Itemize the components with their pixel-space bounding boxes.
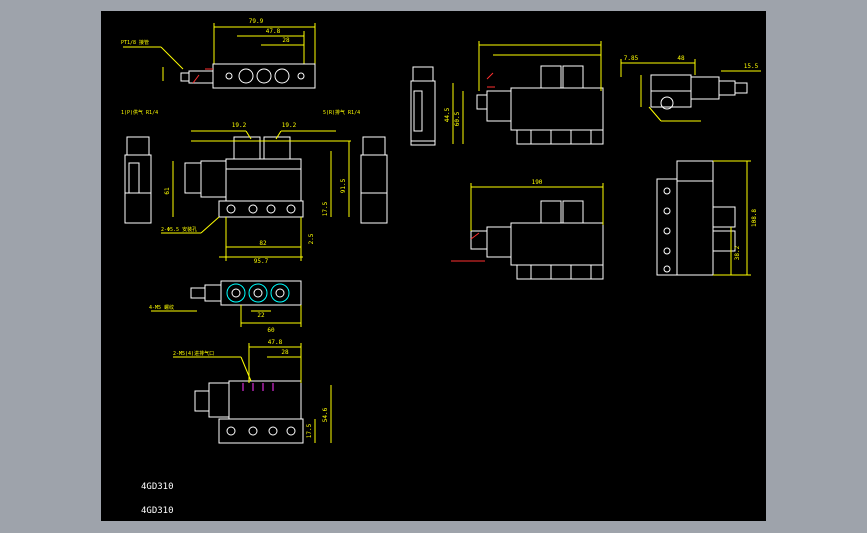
part-label-bottom: 4GD310 — [141, 506, 174, 516]
dim-top-overall: 79.9 — [249, 18, 264, 25]
front-view — [124, 136, 388, 224]
front-view-dims — [161, 130, 351, 261]
note-bottom-left: 2-Φ5.5 安装孔 — [161, 226, 197, 233]
bottom-view-dims — [151, 305, 302, 327]
dim-top-mid: 47.8 — [266, 28, 281, 35]
dim-right-top-b: 48 — [677, 55, 685, 62]
middle-side-view — [470, 200, 604, 280]
dim-iso-width: 190 — [532, 179, 543, 186]
dim-bottom-front-a: 47.8 — [268, 339, 283, 346]
bottom-front-markers — [242, 383, 274, 391]
right-top-view — [650, 74, 748, 110]
dim-front-side: 17.5 — [322, 201, 329, 216]
dim-right-top-c: 15.5 — [744, 63, 759, 70]
dim-mid-top-h2: 60.5 — [454, 111, 461, 126]
dim-bottom-a: 22 — [257, 312, 265, 319]
dim-front-small: 2.5 — [308, 233, 315, 244]
note-front-left: 1(P)供气 R1/4 — [121, 109, 158, 116]
middle-top-dims — [452, 41, 602, 144]
dim-bottom-front-h: 54.6 — [322, 407, 329, 422]
right-top-dims — [620, 59, 761, 122]
bottom-front-dims — [173, 343, 332, 443]
middle-side-dims — [470, 183, 604, 231]
dim-front-height: 61 — [164, 187, 171, 195]
note-front-right: 5(R)排气 R1/4 — [323, 109, 360, 116]
right-side-dims — [713, 160, 751, 276]
dim-mid-top-h1: 44.5 — [444, 107, 451, 122]
dim-front-base: 82 — [259, 240, 267, 247]
dim-right-side-h2: 38.2 — [734, 245, 741, 260]
dim-right-top-a: 7.85 — [624, 55, 639, 62]
middle-top-view — [410, 65, 604, 146]
note-top-left: PT1/8 接管 — [121, 39, 149, 46]
dim-top-inner: 28 — [282, 37, 290, 44]
top-view — [123, 23, 316, 89]
dim-front-base-total: 95.7 — [254, 258, 269, 265]
note-bottom-mid: 4-M5 螺纹 — [149, 304, 174, 311]
dim-front-right: 19.2 — [282, 122, 297, 129]
dim-front-total: 91.5 — [340, 178, 347, 193]
part-label-top: 4GD310 — [141, 482, 174, 492]
dim-bottom-front-b: 28 — [281, 349, 289, 356]
right-side-view — [656, 160, 736, 276]
dim-bottom-front-h2: 17.5 — [306, 423, 313, 438]
middle-top-red — [486, 72, 495, 88]
bottom-front-view — [194, 380, 304, 444]
drawing-canvas: 79.9 47.8 28 PT1/8 接管 — [101, 11, 766, 521]
dim-front-left: 19.2 — [232, 122, 247, 129]
note-bottom-front: 2-M5(4)进排气口 — [173, 350, 214, 357]
bottom-view — [190, 280, 302, 306]
dim-right-side-h: 108.8 — [751, 209, 758, 227]
dim-bottom-b: 60 — [267, 327, 275, 334]
drawing-svg: 79.9 47.8 28 PT1/8 接管 — [121, 18, 761, 516]
middle-side-red — [451, 232, 485, 262]
